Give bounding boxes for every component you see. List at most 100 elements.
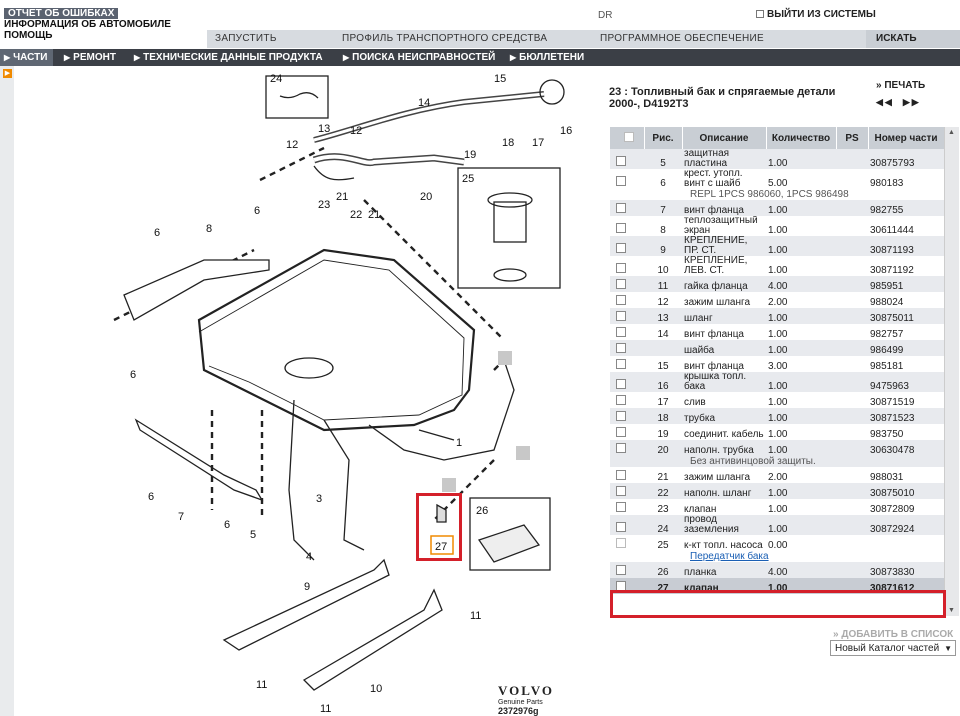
catalog-select[interactable]: Новый Каталог частей▼ <box>830 640 956 656</box>
row-checkbox[interactable] <box>610 256 644 276</box>
nav-parts[interactable]: ▶ЧАСТИ <box>0 49 54 66</box>
row-checkbox[interactable] <box>610 408 644 424</box>
prev-page-icon[interactable]: ◀◀ <box>876 97 894 107</box>
row-checkbox[interactable] <box>610 515 644 535</box>
checkbox-icon <box>616 538 626 548</box>
checkbox-icon <box>616 263 626 273</box>
logout-link[interactable]: ВЫЙТИ ИЗ СИСТЕМЫ <box>756 9 876 20</box>
row-note[interactable]: Передатчик бака <box>682 551 944 562</box>
row-checkbox[interactable] <box>610 392 644 408</box>
logout-label: ВЫЙТИ ИЗ СИСТЕМЫ <box>767 9 876 20</box>
add-to-list-button[interactable]: » ДОБАВИТЬ В СПИСОК <box>833 629 954 640</box>
cell-ps <box>836 292 868 308</box>
col-fig[interactable]: Рис. <box>644 127 683 149</box>
print-link[interactable]: » ПЕЧАТЬ <box>876 80 926 91</box>
row-checkbox[interactable] <box>610 236 644 256</box>
expand-panel-icon[interactable]: ▶ <box>3 69 12 78</box>
row-checkbox[interactable] <box>610 440 644 456</box>
cell-desc: клапан <box>684 504 717 515</box>
col-ps[interactable]: PS <box>836 127 869 149</box>
main-nav: ▶ЧАСТИ ▶РЕМОНТ ▶ТЕХНИЧЕСКИЕ ДАННЫЕ ПРОДУ… <box>0 49 960 66</box>
row-checkbox[interactable] <box>610 499 644 515</box>
row-checkbox[interactable] <box>610 467 644 483</box>
tab-vehicle-profile[interactable]: ПРОФИЛЬ ТРАНСПОРТНОГО СРЕДСТВА <box>342 33 548 44</box>
select-all-header[interactable] <box>610 127 645 149</box>
help-link[interactable]: ПОМОЩЬ <box>4 30 53 41</box>
tab-start[interactable]: ЗАПУСТИТЬ <box>215 33 277 44</box>
cell-fig: 13 <box>644 308 682 324</box>
chevron-down-icon: ▼ <box>944 644 952 653</box>
table-scrollbar[interactable]: ▲ ▼ <box>944 127 959 616</box>
cell-part: 30871193 <box>868 236 944 256</box>
cell-ps <box>836 562 868 578</box>
row-checkbox[interactable] <box>610 562 644 578</box>
cell-part: 30875793 <box>868 149 944 169</box>
nav-troubleshooting[interactable]: ▶ПОИСКА НЕИСПРАВНОСТЕЙ <box>343 49 495 66</box>
row-checkbox[interactable] <box>610 424 644 440</box>
nav-tech-data[interactable]: ▶ТЕХНИЧЕСКИЕ ДАННЫЕ ПРОДУКТА <box>134 49 323 66</box>
report-errors-link[interactable]: ОТЧЕТ ОБ ОШИБКАХ <box>4 8 119 19</box>
section-title: 23 : Топливный бак и спрягаемые детали 2… <box>609 86 836 110</box>
callout-11c: 11 <box>320 703 331 715</box>
row-checkbox[interactable] <box>610 308 644 324</box>
cell-ps <box>836 499 868 515</box>
scroll-up-icon[interactable]: ▲ <box>948 129 955 136</box>
row-checkbox[interactable] <box>610 535 644 551</box>
row-checkbox[interactable] <box>610 200 644 216</box>
callout-6b: 6 <box>154 227 160 239</box>
row-checkbox[interactable] <box>610 169 644 189</box>
callout-22: 22 <box>350 209 362 221</box>
sender-link[interactable]: Передатчик бака <box>690 551 769 562</box>
col-qty[interactable]: Количество <box>766 127 837 149</box>
row-checkbox[interactable] <box>610 149 644 169</box>
row-checkbox[interactable] <box>610 340 644 356</box>
row-checkbox[interactable] <box>610 276 644 292</box>
col-part[interactable]: Номер части <box>868 127 945 149</box>
row-checkbox[interactable] <box>610 292 644 308</box>
row-checkbox[interactable] <box>610 483 644 499</box>
cell-part: 982757 <box>870 329 904 340</box>
callout-17: 17 <box>532 137 544 149</box>
row-checkbox[interactable] <box>610 216 644 236</box>
col-desc[interactable]: Описание <box>682 127 767 149</box>
tab-software[interactable]: ПРОГРАММНОЕ ОБЕСПЕЧЕНИЕ <box>600 33 765 44</box>
row-checkbox[interactable] <box>610 324 644 340</box>
nav-label: ТЕХНИЧЕСКИЕ ДАННЫЕ ПРОДУКТА <box>143 52 323 63</box>
nav-repair[interactable]: ▶РЕМОНТ <box>64 49 116 66</box>
row-checkbox[interactable] <box>610 356 644 372</box>
tab-search[interactable]: ИСКАТЬ <box>866 30 960 48</box>
next-page-icon[interactable]: ▶▶ <box>902 97 921 107</box>
vehicle-info-link[interactable]: ИНФОРМАЦИЯ ОБ АВТОМОБИЛЕ <box>4 19 171 30</box>
row-checkbox[interactable] <box>610 372 644 392</box>
cell-part: 30873830 <box>868 562 944 578</box>
scroll-down-icon[interactable]: ▼ <box>948 607 955 614</box>
nav-bulletins[interactable]: ▶БЮЛЛЕТЕНИ <box>510 49 584 66</box>
cell-desc: соединит. кабель <box>684 429 764 440</box>
callout-25: 25 <box>462 173 474 185</box>
cell-ps <box>836 236 868 256</box>
cell-qty: 3.00 <box>768 361 788 372</box>
